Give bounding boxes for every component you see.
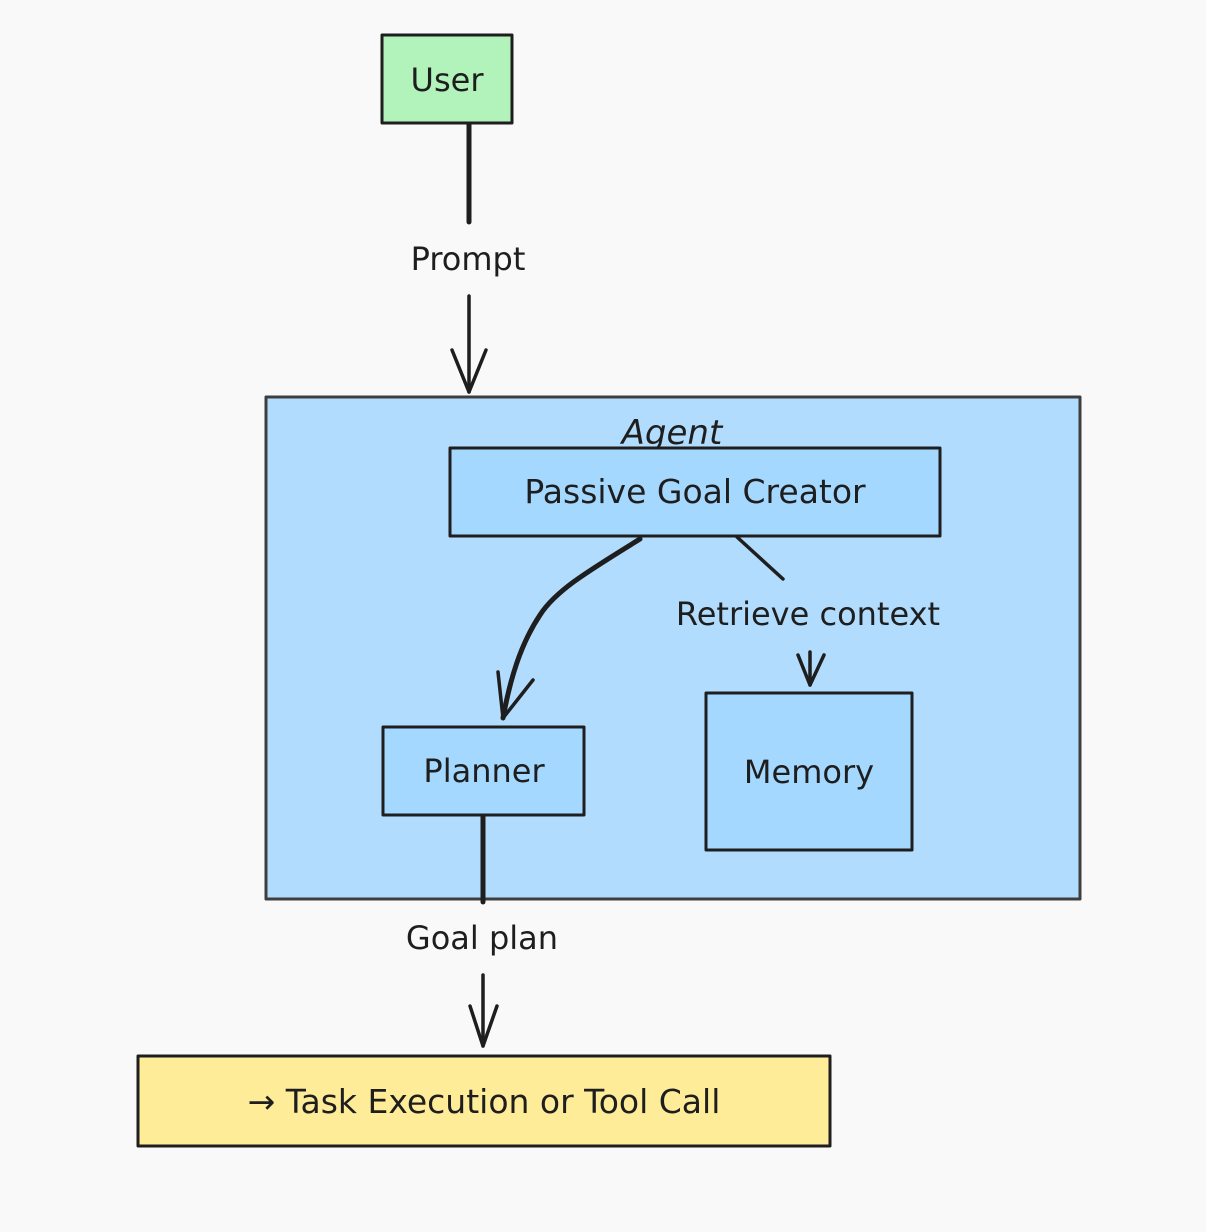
goal-creator-node[interactable]: Passive Goal Creator [448, 446, 942, 538]
goal-to-planner-edge[interactable] [496, 536, 643, 721]
memory-box [704, 691, 914, 852]
goal-to-planner-curve [500, 536, 643, 721]
goal-creator-box [448, 446, 942, 538]
prompt-edge[interactable]: Prompt [411, 121, 526, 394]
prompt-label: Prompt [411, 240, 526, 278]
output-box [136, 1054, 832, 1148]
planner-node[interactable]: Planner [381, 725, 586, 817]
retrieve-edge-line-upper [735, 535, 785, 581]
agent-label: Agent [620, 413, 724, 453]
memory-node[interactable]: Memory [704, 691, 914, 852]
user-node[interactable]: User [380, 33, 514, 125]
memory-label: Memory [744, 753, 874, 791]
user-label: User [411, 61, 485, 99]
output-node[interactable]: → Task Execution or Tool Call [136, 1054, 832, 1148]
user-box [380, 33, 514, 125]
goal-plan-edge[interactable]: Goal plan [406, 814, 558, 1048]
planner-label: Planner [423, 752, 545, 790]
prompt-arrowhead [450, 348, 488, 394]
output-label: → Task Execution or Tool Call [248, 1082, 721, 1121]
retrieve-context-label: Retrieve context [676, 595, 940, 633]
retrieve-context-edge[interactable]: Retrieve context [676, 535, 940, 687]
goal-plan-label: Goal plan [406, 919, 558, 957]
retrieve-arrowhead [796, 653, 826, 687]
goal-creator-label: Passive Goal Creator [524, 472, 866, 511]
planner-box [381, 725, 586, 817]
goal-to-planner-arrowhead [496, 670, 535, 720]
goal-plan-arrowhead [468, 1004, 499, 1048]
